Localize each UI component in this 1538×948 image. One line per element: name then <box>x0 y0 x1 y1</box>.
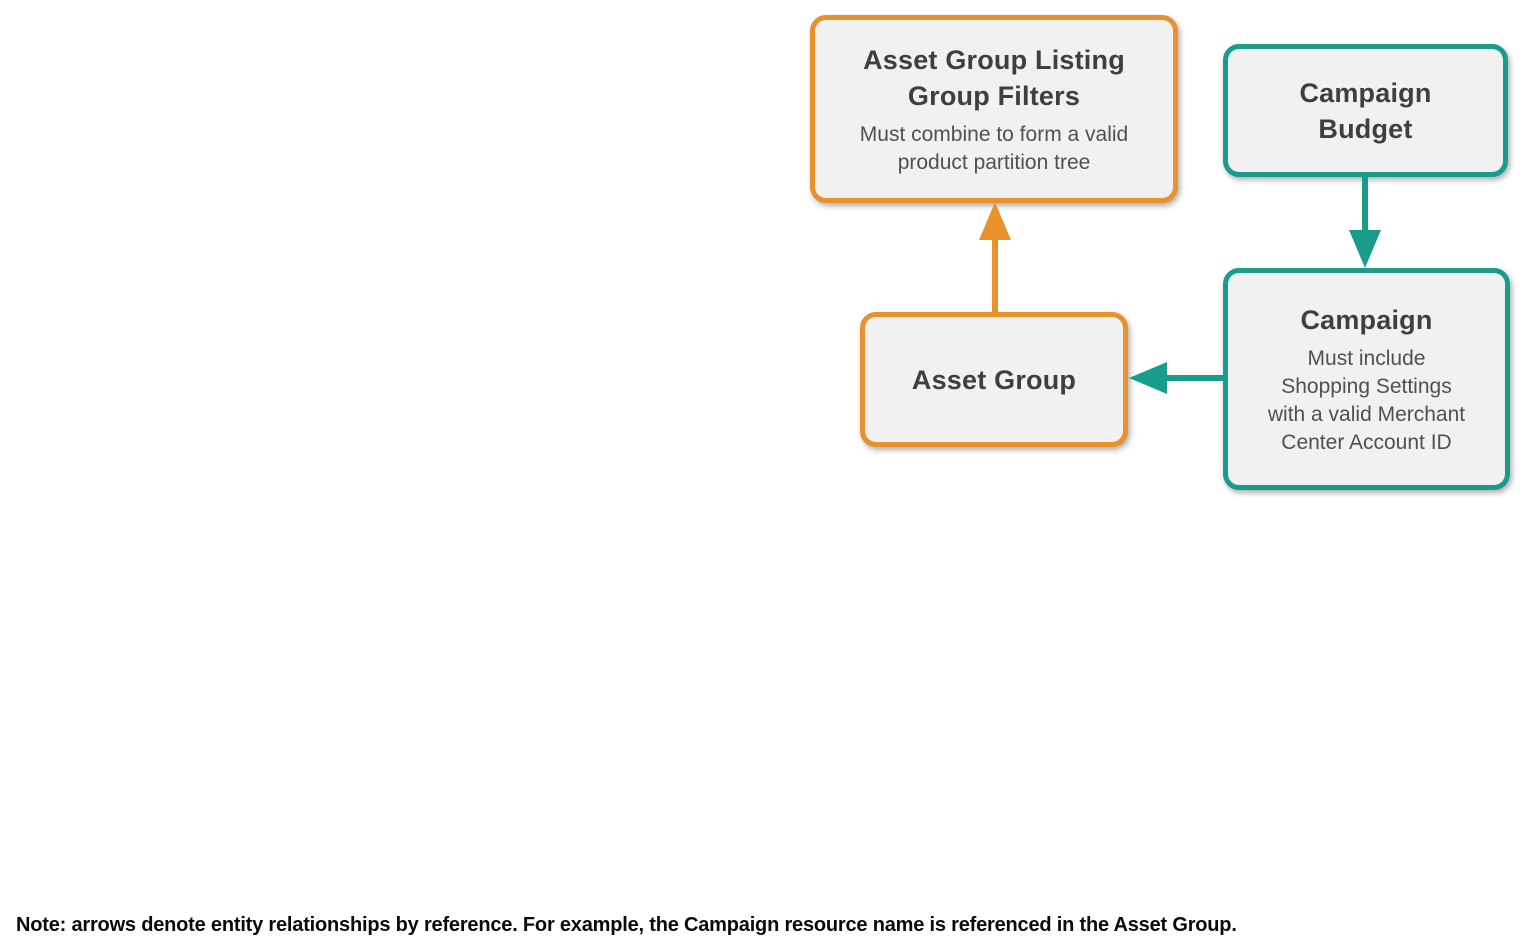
node-title: Campaign Budget <box>1299 77 1432 144</box>
node-title: Asset Group Listing Group Filters <box>863 44 1125 111</box>
node-subtitle: Must combine to form a valid product par… <box>859 122 1129 174</box>
node-campaign-budget: Campaign Budget <box>1223 44 1508 177</box>
node-asset-group-listing-group-filters: Asset Group Listing Group Filters Must c… <box>810 15 1178 203</box>
node-title: Asset Group <box>911 364 1077 395</box>
arrow-asset-group-to-filters-icon <box>979 202 1011 313</box>
arrow-campaign-to-asset-group-icon <box>1129 362 1224 394</box>
arrow-campaign-budget-to-campaign-icon <box>1349 176 1381 268</box>
node-campaign: Campaign Must include Shopping Settings … <box>1223 268 1510 490</box>
node-asset-group: Asset Group <box>860 312 1128 447</box>
diagram-note: Note: arrows denote entity relationships… <box>16 914 1237 936</box>
node-title: Campaign <box>1300 304 1433 335</box>
node-subtitle: Must include Shopping Settings with a va… <box>1267 346 1466 454</box>
